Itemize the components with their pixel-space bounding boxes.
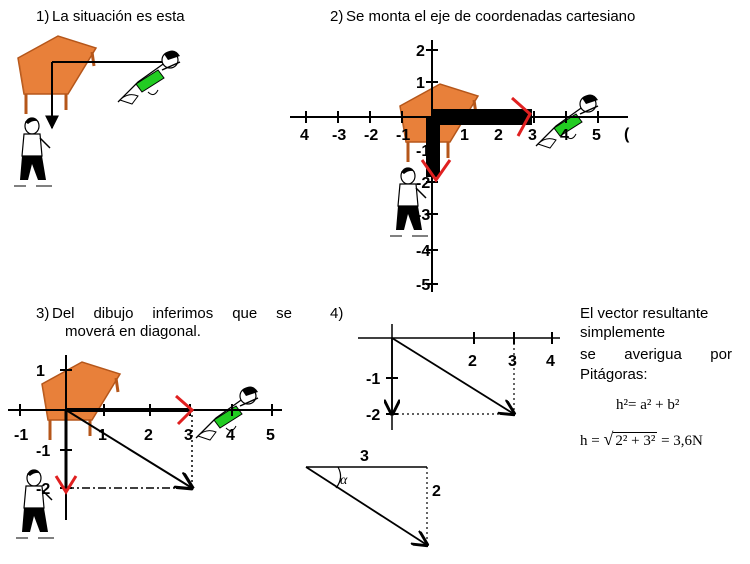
- table-icon: [16, 34, 98, 116]
- x-tick-label: 3: [528, 127, 537, 144]
- red-arrowhead-y: [420, 159, 452, 183]
- triangle-side-label: 2: [432, 483, 441, 500]
- x-ticks: -1 1 2 3 4 5: [14, 404, 275, 444]
- angle-label: α: [340, 473, 348, 488]
- panel3-title-line1: Del dibujo inferimos que se: [52, 305, 292, 322]
- axis-clip-label: (: [624, 126, 630, 143]
- y-tick-label: -2: [366, 407, 380, 424]
- resultant-vector: [65, 409, 192, 488]
- explanation-line1: El vector resultante: [580, 305, 709, 322]
- y-ticks: -1 -2: [366, 371, 398, 424]
- x-tick-label: -3: [332, 127, 346, 144]
- y-tick-label: -5: [416, 277, 430, 294]
- explanation-line4: Pitágoras:: [580, 366, 648, 383]
- formula-radicand: 2² + 3²: [613, 432, 658, 449]
- person-standing-icon: [13, 117, 53, 187]
- formula-value: = 3,6N: [661, 433, 703, 449]
- y-tick-label: 2: [416, 43, 425, 60]
- red-arrowhead-x: [175, 394, 195, 426]
- y-tick-label: -2: [36, 481, 50, 498]
- y-tick-label: -3: [416, 207, 430, 224]
- x-tick-label: 3: [508, 353, 517, 370]
- y-tick-label: 1: [36, 363, 45, 380]
- x-tick-label: 4: [300, 127, 309, 144]
- panel2-title: Se monta el eje de coordenadas cartesian…: [346, 8, 636, 25]
- panel3-number: 3): [36, 305, 50, 322]
- x-tick-label: 1: [460, 127, 469, 144]
- x-tick-label: 5: [266, 427, 275, 444]
- resultant-vector: [391, 337, 514, 414]
- explanation-line2: simplemente: [580, 324, 666, 341]
- red-arrowhead-x: [511, 96, 532, 137]
- panel4-number: 4): [330, 305, 344, 322]
- y-tick-label: -1: [36, 443, 50, 460]
- formula-result: h = √2² + 3² = 3,6N: [580, 430, 703, 450]
- x-tick-label: -1: [396, 127, 410, 144]
- panel3-scene: -1 1 2 3 4 5 1 -1 -2: [8, 355, 282, 539]
- explanation-line3-b: averigua: [624, 346, 682, 363]
- explanation-line3-a: se: [580, 346, 596, 363]
- x-tick-label: -2: [364, 127, 378, 144]
- triangle-top-label: 3: [360, 448, 369, 465]
- x-ticks: 2 3 4: [468, 332, 555, 370]
- triangle-hypotenuse: [305, 466, 427, 545]
- panel1-scene: [13, 34, 181, 187]
- formula-h: h =: [580, 433, 600, 449]
- panel1-title: La situación es esta: [52, 8, 185, 25]
- table-icon: [40, 360, 122, 442]
- y-ticks: 1 -1 -2: [36, 363, 72, 498]
- vector-y-thick: [426, 117, 440, 177]
- y-tick-label: -1: [366, 371, 380, 388]
- x-tick-label: 1: [98, 427, 107, 444]
- angle-arc: [335, 466, 342, 489]
- person-lying-icon: [117, 49, 181, 105]
- formula-pythagoras: h²= a² + b²: [616, 397, 680, 413]
- red-arrowhead-y: [54, 475, 78, 495]
- x-tick-label: 2: [468, 353, 477, 370]
- x-tick-label: 3: [184, 427, 193, 444]
- x-tick-label: 2: [494, 127, 503, 144]
- sqrt-symbol: √: [603, 429, 614, 449]
- x-tick-label: 4: [546, 353, 555, 370]
- y-tick-label: -2: [416, 175, 430, 192]
- x-tick-label: 5: [592, 127, 601, 144]
- panel2-scene: 4 -3 -2 -1 1 2 3 4 5 2 1 -1 -2 -3 -4 -5 (: [290, 40, 630, 294]
- x-ticks: 4 -3 -2 -1 1 2 3 4 5: [300, 111, 601, 144]
- x-tick-label: -1: [14, 427, 28, 444]
- panel2-number: 2): [330, 8, 344, 25]
- x-tick-label: 2: [144, 427, 153, 444]
- panel1-number: 1): [36, 8, 50, 25]
- y-tick-label: 1: [416, 75, 425, 92]
- x-tick-label: 4: [560, 127, 569, 144]
- panel4-scene: 2 3 4 -1 -2 3 2 α: [305, 324, 560, 545]
- vector-x-thick: [432, 109, 532, 125]
- explanation-line3-c: por: [710, 346, 732, 363]
- panel3-title-line2: moverá en diagonal.: [65, 323, 201, 340]
- explanation-line3: se averigua por: [580, 346, 732, 364]
- x-tick-label: 4: [226, 427, 235, 444]
- y-tick-label: -4: [416, 243, 430, 260]
